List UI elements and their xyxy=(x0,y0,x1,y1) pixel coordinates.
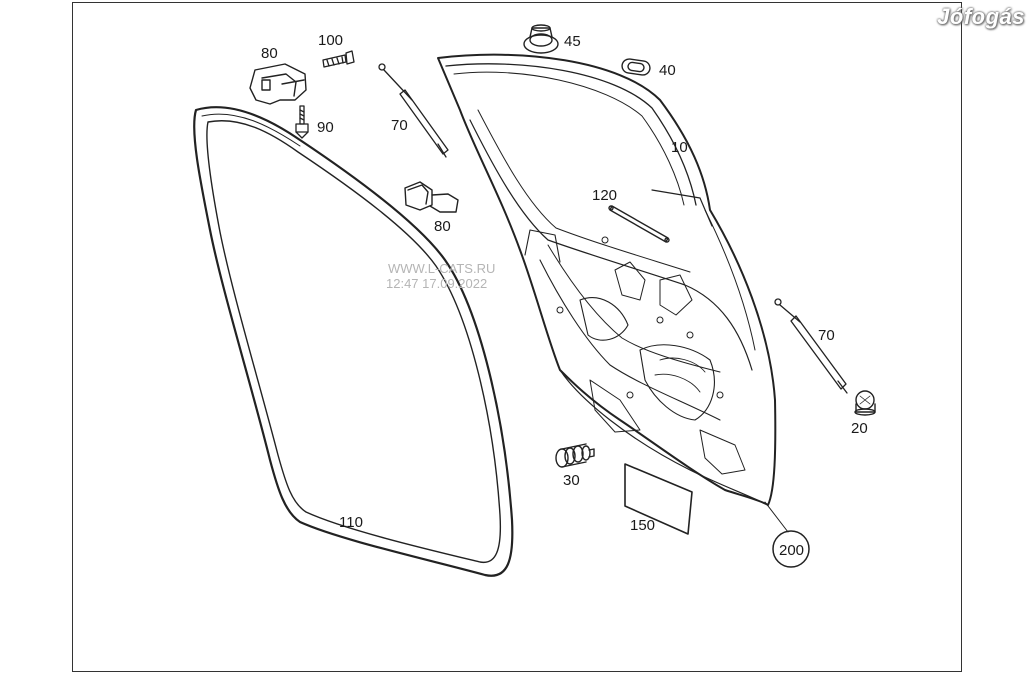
door-shell-10[interactable] xyxy=(437,53,777,506)
label-part-20: 20 xyxy=(851,420,868,437)
label-part-80-top: 80 xyxy=(261,45,278,62)
watermark-line1: WWW.L-CATS.RU xyxy=(388,261,495,276)
gas-strut-70-right[interactable] xyxy=(774,298,848,394)
diagram-frame xyxy=(72,2,962,672)
label-part-30: 30 xyxy=(563,472,580,489)
sound-pad-150[interactable] xyxy=(624,463,693,535)
label-part-110: 110 xyxy=(339,514,363,531)
label-part-200: 200 xyxy=(779,542,804,559)
leader-line-200 xyxy=(764,501,789,533)
label-part-80-middle: 80 xyxy=(434,218,451,235)
assembly-circle-200[interactable] xyxy=(772,530,810,568)
hinge-bracket-80-top[interactable] xyxy=(249,63,307,105)
label-part-70-right: 70 xyxy=(818,327,835,344)
trim-strip-120[interactable] xyxy=(608,205,670,243)
label-part-10: 10 xyxy=(671,139,688,156)
label-part-45: 45 xyxy=(564,33,581,50)
gas-strut-70-left[interactable] xyxy=(378,63,449,158)
label-part-100: 100 xyxy=(318,32,343,49)
hinge-bracket-80-middle[interactable] xyxy=(404,181,459,213)
label-part-90: 90 xyxy=(317,119,334,136)
label-part-150: 150 xyxy=(630,517,655,534)
ball-stud-20[interactable] xyxy=(854,390,876,416)
label-part-70-left: 70 xyxy=(391,117,408,134)
jofogas-logo: Jófogás xyxy=(937,4,1025,29)
watermark-line2: 12:47 17.09.2022 xyxy=(386,276,487,291)
label-part-120: 120 xyxy=(592,187,617,204)
bolt-100[interactable] xyxy=(322,50,355,68)
grommet-45[interactable] xyxy=(523,24,559,54)
bolt-90[interactable] xyxy=(295,105,309,139)
door-seal-110[interactable] xyxy=(193,106,514,577)
plug-40[interactable] xyxy=(621,58,651,76)
label-part-40: 40 xyxy=(659,62,676,79)
rubber-buffer-30[interactable] xyxy=(555,443,595,468)
